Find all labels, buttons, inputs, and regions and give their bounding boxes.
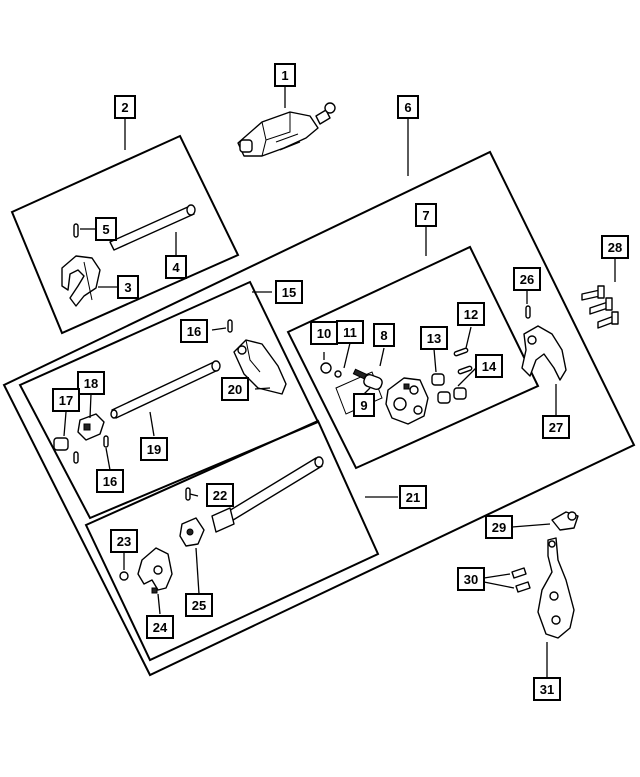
svg-text:9: 9 (360, 398, 367, 413)
part-13-bushings (431, 373, 467, 404)
svg-text:6: 6 (404, 100, 411, 115)
part-17-bushing (53, 437, 69, 451)
svg-text:12: 12 (464, 307, 478, 322)
svg-text:24: 24 (153, 620, 168, 635)
callout-19[interactable]: 19 (140, 437, 168, 461)
part-19-rail (110, 360, 221, 419)
part-28-bolts (581, 285, 619, 329)
callout-26[interactable]: 26 (513, 267, 541, 291)
group-frame-2 (10, 134, 240, 335)
part-23-ring (119, 571, 129, 581)
callout-25[interactable]: 25 (185, 593, 213, 617)
svg-text:27: 27 (549, 420, 563, 435)
part-24-shift-fork (137, 547, 173, 594)
svg-text:23: 23 (117, 534, 131, 549)
svg-text:26: 26 (520, 272, 534, 287)
part-7-housing (385, 377, 429, 425)
callout-22[interactable]: 22 (206, 483, 234, 507)
callout-6[interactable]: 6 (397, 95, 419, 119)
svg-text:3: 3 (124, 280, 131, 295)
callout-16-top[interactable]: 16 (180, 319, 208, 343)
svg-text:10: 10 (317, 326, 331, 341)
callout-28[interactable]: 28 (601, 235, 629, 259)
callout-10[interactable]: 10 (310, 321, 338, 345)
svg-text:2: 2 (121, 100, 128, 115)
part-30-bolts (511, 567, 531, 593)
part-3-shift-fork (61, 255, 101, 307)
svg-text:7: 7 (422, 208, 429, 223)
svg-text:4: 4 (172, 260, 180, 275)
svg-text:16: 16 (103, 474, 117, 489)
svg-text:20: 20 (228, 382, 242, 397)
group-frame-7 (286, 245, 540, 470)
svg-text:14: 14 (482, 359, 497, 374)
part-12-pins (453, 347, 473, 375)
part-1-shift-assembly (237, 102, 336, 157)
svg-text:15: 15 (282, 285, 296, 300)
callout-24[interactable]: 24 (146, 615, 174, 639)
part-22-pin (185, 487, 191, 501)
callout-13[interactable]: 13 (420, 326, 448, 350)
callout-4[interactable]: 4 (165, 255, 187, 279)
callout-18[interactable]: 18 (77, 371, 105, 395)
svg-text:30: 30 (464, 572, 478, 587)
svg-text:22: 22 (213, 488, 227, 503)
callout-12[interactable]: 12 (457, 302, 485, 326)
svg-text:8: 8 (380, 328, 387, 343)
svg-text:29: 29 (492, 520, 506, 535)
part-31-bracket (537, 537, 575, 639)
callout-5[interactable]: 5 (95, 217, 117, 241)
part-10-ring (320, 362, 332, 374)
svg-text:18: 18 (84, 376, 98, 391)
callout-1[interactable]: 1 (274, 63, 296, 87)
leader-lines (63, 86, 616, 678)
svg-text:28: 28 (608, 240, 622, 255)
callout-11[interactable]: 11 (336, 320, 364, 344)
group-frame-6 (2, 150, 636, 677)
svg-text:25: 25 (192, 598, 206, 613)
callout-21[interactable]: 21 (399, 485, 427, 509)
callout-23[interactable]: 23 (110, 529, 138, 553)
callout-7[interactable]: 7 (415, 203, 437, 227)
callout-8[interactable]: 8 (373, 323, 395, 347)
callout-2[interactable]: 2 (114, 95, 136, 119)
callout-27[interactable]: 27 (542, 415, 570, 439)
svg-text:17: 17 (59, 393, 73, 408)
callout-9[interactable]: 9 (353, 393, 375, 417)
part-18-lug (77, 413, 105, 441)
callout-29[interactable]: 29 (485, 515, 513, 539)
svg-text:1: 1 (281, 68, 288, 83)
callout-16-bottom[interactable]: 16 (96, 469, 124, 493)
callout-30[interactable]: 30 (457, 567, 485, 591)
callout-3[interactable]: 3 (117, 275, 139, 299)
part-5-pin (73, 223, 79, 238)
part-25-shift-lug (179, 517, 205, 547)
part-21-rail (211, 456, 324, 533)
svg-text:11: 11 (343, 325, 357, 340)
part-16-pin-top (227, 319, 233, 333)
svg-text:16: 16 (187, 324, 201, 339)
svg-text:21: 21 (406, 490, 420, 505)
part-4-rail (109, 204, 196, 251)
part-8-detent-kit (335, 368, 383, 415)
part-16-pins-bottom (73, 435, 109, 464)
part-27-shift-fork (521, 325, 567, 381)
svg-text:19: 19 (147, 442, 161, 457)
svg-text:13: 13 (427, 331, 441, 346)
svg-text:31: 31 (540, 682, 554, 697)
callout-20[interactable]: 20 (221, 377, 249, 401)
callout-14[interactable]: 14 (475, 354, 503, 378)
svg-text:5: 5 (102, 222, 109, 237)
part-11-ring (334, 370, 342, 378)
callout-15[interactable]: 15 (275, 280, 303, 304)
group-frame-21 (84, 419, 380, 662)
callout-17[interactable]: 17 (52, 388, 80, 412)
part-29-clip (551, 511, 579, 531)
callout-31[interactable]: 31 (533, 677, 561, 701)
part-26-pin (525, 305, 531, 319)
